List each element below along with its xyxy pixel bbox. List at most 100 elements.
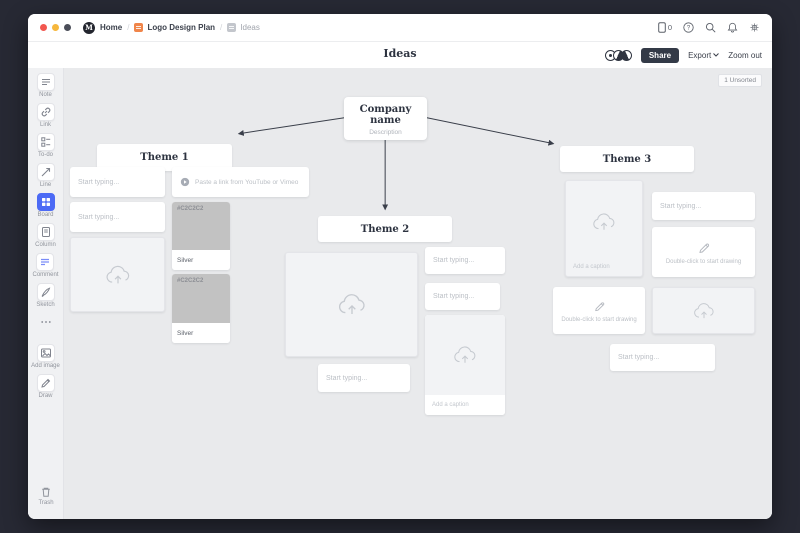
milanote-logo[interactable]: M (83, 21, 95, 34)
bell-icon[interactable] (727, 22, 738, 33)
top-bar: M Home / Logo Design Plan / Ideas 0 ? (28, 14, 772, 42)
board-header: Ideas Share Export Zoom out (28, 42, 772, 68)
company-name-card[interactable]: Company name Description (344, 97, 427, 140)
pencil-icon (698, 243, 709, 253)
note-card[interactable]: Start typing... (610, 344, 715, 371)
theme-2-card[interactable]: Theme 2 (318, 216, 452, 242)
board-title: Ideas (383, 47, 417, 60)
note-placeholder: Start typing... (433, 257, 475, 264)
device-count: 0 (667, 23, 672, 32)
swatch-color: #C2C2C2 (172, 274, 230, 323)
help-icon[interactable]: ? (683, 22, 694, 33)
settings-gear-icon[interactable] (749, 22, 760, 33)
note-card[interactable]: Start typing... (70, 202, 165, 232)
unsorted-badge[interactable]: 1 Unsorted (718, 74, 762, 87)
note-placeholder: Start typing... (660, 202, 702, 210)
app-window: M Home / Logo Design Plan / Ideas 0 ? Id… (28, 14, 772, 519)
draw-pencil-icon (36, 374, 55, 392)
fullscreen-window-icon[interactable] (64, 24, 71, 31)
breadcrumb-project[interactable]: Logo Design Plan (147, 23, 216, 32)
swatch-hex: #C2C2C2 (177, 206, 204, 212)
more-dots-icon (37, 313, 55, 331)
color-swatch-card[interactable]: #C2C2C2 Silver (172, 274, 230, 343)
close-window-icon[interactable] (40, 24, 47, 31)
theme-2-title: Theme 2 (360, 223, 410, 235)
zoom-out-button[interactable]: Zoom out (728, 50, 762, 60)
swatch-color: #C2C2C2 (172, 202, 230, 250)
image-upload-card[interactable] (285, 252, 418, 357)
add-image-icon (36, 344, 55, 362)
note-icon (36, 73, 55, 91)
column-icon (36, 223, 55, 241)
company-description: Description (369, 129, 402, 136)
image-dropzone (425, 315, 505, 395)
note-placeholder: Start typing... (433, 293, 475, 300)
window-controls (40, 24, 71, 31)
breadcrumb-home[interactable]: Home (100, 23, 123, 32)
video-placeholder: Paste a link from YouTube or Vimeo (195, 178, 299, 186)
tool-add-image[interactable]: Add image (31, 344, 60, 370)
cloud-upload-icon (338, 294, 365, 314)
export-label: Export (688, 50, 712, 60)
draw-placeholder: Double-click to start drawing (561, 316, 637, 323)
tool-more[interactable] (37, 313, 55, 332)
breadcrumb-separator: / (127, 23, 130, 32)
breadcrumb-separator: / (220, 23, 223, 32)
caption-placeholder: Add a caption (432, 402, 469, 408)
device-sync-button[interactable]: 0 (658, 22, 672, 33)
image-upload-card[interactable] (652, 287, 755, 334)
note-card[interactable]: Start typing... (70, 167, 165, 197)
trash-dropzone[interactable]: Trash (28, 485, 64, 507)
todo-icon (36, 133, 55, 151)
image-upload-card[interactable]: Add a caption (565, 180, 643, 277)
tool-board[interactable]: Board (36, 193, 55, 219)
minimize-window-icon[interactable] (52, 24, 59, 31)
tool-draw[interactable]: Draw (36, 374, 55, 400)
note-placeholder: Start typing... (326, 374, 368, 382)
share-button[interactable]: Share (640, 47, 680, 63)
breadcrumb-page[interactable]: Ideas (240, 23, 260, 32)
theme-1-card[interactable]: Theme 1 (97, 144, 232, 171)
drawing-card[interactable]: Double-click to start drawing (652, 227, 755, 277)
caption-placeholder[interactable]: Add a caption (573, 264, 610, 270)
note-card[interactable]: Start typing... (425, 283, 500, 310)
note-placeholder: Start typing... (618, 354, 660, 361)
image-upload-card[interactable]: Add a caption (425, 315, 505, 415)
trash-icon (42, 487, 50, 497)
note-card[interactable]: Start typing... (652, 192, 755, 220)
theme-1-title: Theme 1 (140, 152, 189, 163)
board-icon (36, 193, 55, 211)
draw-placeholder: Double-click to start drawing (665, 258, 742, 265)
tool-sketch[interactable]: Sketch (36, 283, 55, 309)
cloud-upload-icon (693, 302, 714, 318)
color-swatch-card[interactable]: #C2C2C2 Silver (172, 202, 230, 270)
tool-link[interactable]: Link (36, 103, 55, 129)
tool-line[interactable]: Line (36, 163, 55, 189)
theme-3-card[interactable]: Theme 3 (560, 146, 694, 172)
device-icon (658, 22, 666, 33)
caption-field[interactable]: Add a caption (425, 395, 505, 415)
board-canvas[interactable]: 1 Unsorted Company name Description Them… (64, 68, 772, 519)
company-title: Company name (359, 104, 412, 126)
cloud-upload-icon (454, 346, 476, 363)
page-board-icon (227, 23, 237, 32)
note-card[interactable]: Start typing... (318, 364, 410, 392)
collaborator-avatars[interactable] (604, 49, 632, 61)
link-icon (36, 103, 55, 121)
pencil-icon (594, 301, 604, 311)
tool-comment[interactable]: Comment (32, 253, 59, 279)
tool-column[interactable]: Column (35, 223, 56, 249)
play-icon (180, 177, 190, 187)
image-upload-card[interactable] (70, 237, 165, 312)
drawing-card[interactable]: Double-click to start drawing (553, 287, 645, 334)
sketch-icon (36, 283, 55, 301)
swatch-hex: #C2C2C2 (177, 278, 204, 284)
note-card[interactable]: Start typing... (425, 247, 505, 274)
tool-note[interactable]: Note (36, 73, 55, 99)
video-link-card[interactable]: Paste a link from YouTube or Vimeo (172, 167, 309, 197)
tool-todo[interactable]: To-do (36, 133, 55, 159)
note-placeholder: Start typing... (78, 213, 120, 221)
export-button[interactable]: Export (688, 50, 720, 60)
search-icon[interactable] (705, 22, 716, 33)
